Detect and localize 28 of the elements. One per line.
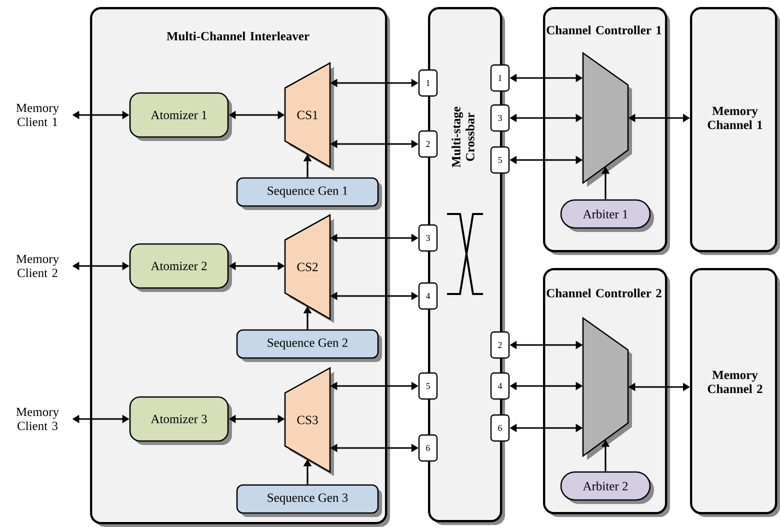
- port-box: 3: [490, 104, 510, 132]
- sequence-generator-box: Sequence Gen 1: [236, 177, 382, 210]
- atomizer-box: Atomizer 2: [129, 243, 232, 292]
- port-box: 2: [418, 130, 438, 158]
- atomizer-box: Atomizer 1: [129, 92, 232, 141]
- sequence-generator-box: Sequence Gen 3: [236, 484, 382, 517]
- atomizer-box: Atomizer 3: [129, 396, 232, 445]
- client-label: Memory Client 3: [16, 408, 59, 430]
- port-box: 2: [490, 331, 510, 359]
- port-box: 1: [418, 69, 438, 97]
- port-box: 5: [418, 372, 438, 400]
- sequence-generator-box: Sequence Gen 2: [236, 329, 382, 362]
- arbiter-box: Arbiter 1: [560, 199, 654, 232]
- port-box: 4: [418, 282, 438, 310]
- port-box: 6: [490, 414, 510, 442]
- memory-channel-panel: Memory Channel 2: [690, 268, 780, 517]
- port-box: 1: [490, 64, 510, 92]
- port-box: 3: [418, 224, 438, 252]
- switch-trapezoid: CS3: [284, 366, 334, 476]
- memory-channel-panel: Memory Channel 1: [690, 7, 780, 255]
- port-box: 5: [490, 146, 510, 174]
- port-box: 4: [490, 372, 510, 400]
- client-label: Memory Client 2: [16, 254, 59, 278]
- client-label: Memory Client 1: [16, 104, 59, 126]
- switch-trapezoid: CS2: [284, 214, 334, 323]
- switch-trapezoid: CS1: [284, 62, 334, 171]
- arbiter-box: Arbiter 2: [560, 471, 654, 504]
- port-box: 6: [418, 434, 438, 462]
